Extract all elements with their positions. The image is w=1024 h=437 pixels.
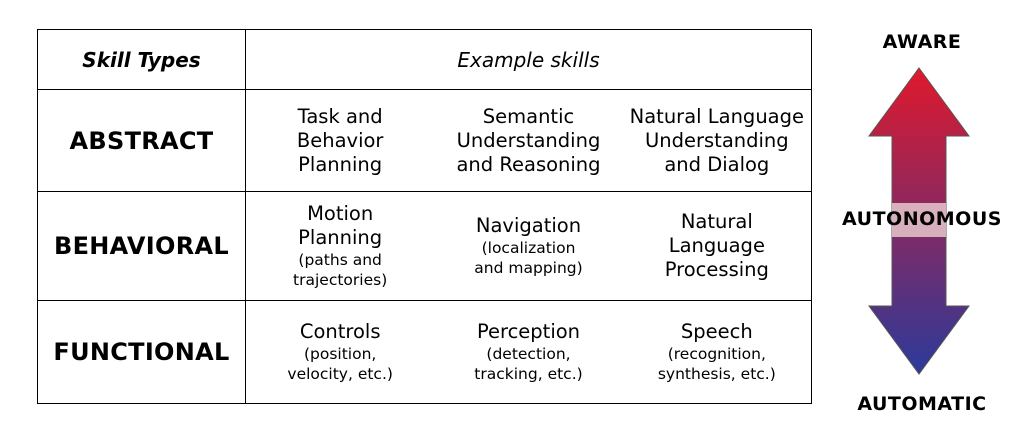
skill-title: Motion Planning bbox=[298, 202, 383, 249]
header-skill-types: Skill Types bbox=[37, 29, 246, 90]
skill-item: Speech (recognition, synthesis, etc.) bbox=[623, 320, 811, 384]
type-cell-functional: FUNCTIONAL bbox=[37, 300, 246, 404]
skill-detail: (localization and mapping) bbox=[474, 239, 583, 277]
header-row: Skill Types Example skills bbox=[37, 29, 812, 90]
skill-title: Natural Language Processing bbox=[664, 210, 769, 281]
autonomy-scale: AWARE AUTONOMOUS AUTOMATIC bbox=[820, 0, 1024, 437]
skill-detail: (position, velocity, etc.) bbox=[287, 345, 393, 383]
skill-item: Semantic Understanding and Reasoning bbox=[434, 105, 622, 177]
skill-item: Task and Behavior Planning bbox=[246, 105, 434, 177]
skill-title: Semantic Understanding and Reasoning bbox=[456, 104, 601, 176]
row-functional: FUNCTIONAL Controls (position, velocity,… bbox=[37, 300, 812, 404]
skill-title: Controls bbox=[299, 320, 381, 343]
automatic-label: AUTOMATIC bbox=[857, 393, 987, 415]
aware-label: AWARE bbox=[882, 31, 962, 53]
skills-cell-abstract: Task and Behavior Planning Semantic Unde… bbox=[245, 89, 812, 192]
skill-detail: (recognition, synthesis, etc.) bbox=[657, 345, 776, 383]
skill-item: Perception (detection, tracking, etc.) bbox=[434, 320, 622, 384]
skills-cell-behavioral: Motion Planning (paths and trajectories)… bbox=[245, 191, 812, 301]
skill-detail: (detection, tracking, etc.) bbox=[474, 345, 583, 383]
double-arrow-icon bbox=[868, 67, 970, 375]
type-cell-abstract: ABSTRACT bbox=[37, 89, 246, 192]
skill-item: Controls (position, velocity, etc.) bbox=[246, 320, 434, 384]
skill-title: Natural Language Understanding and Dialo… bbox=[629, 104, 804, 176]
type-label-abstract: ABSTRACT bbox=[69, 126, 214, 155]
skills-cell-functional: Controls (position, velocity, etc.) Perc… bbox=[245, 300, 812, 404]
skill-item: Navigation (localization and mapping) bbox=[434, 214, 622, 278]
row-behavioral: BEHAVIORAL Motion Planning (paths and tr… bbox=[37, 191, 812, 301]
autonomous-label: AUTONOMOUS bbox=[842, 208, 1002, 230]
header-example-skills: Example skills bbox=[245, 29, 812, 90]
skill-types-heading: Skill Types bbox=[82, 47, 201, 72]
type-label-functional: FUNCTIONAL bbox=[53, 338, 230, 366]
skill-title: Navigation bbox=[475, 214, 582, 237]
row-abstract: ABSTRACT Task and Behavior Planning Sema… bbox=[37, 89, 812, 192]
skill-title: Speech bbox=[680, 320, 753, 343]
skill-title: Task and Behavior Planning bbox=[296, 104, 384, 176]
skill-item: Natural Language Processing bbox=[623, 210, 811, 282]
example-skills-heading: Example skills bbox=[457, 47, 600, 72]
skill-item: Motion Planning (paths and trajectories) bbox=[246, 202, 434, 290]
autonomous-band bbox=[892, 203, 946, 237]
type-label-behavioral: BEHAVIORAL bbox=[54, 232, 229, 260]
skill-table: Skill Types Example skills ABSTRACT Task… bbox=[37, 29, 812, 404]
skill-title: Perception bbox=[476, 320, 581, 343]
type-cell-behavioral: BEHAVIORAL bbox=[37, 191, 246, 301]
skill-item: Natural Language Understanding and Dialo… bbox=[623, 105, 811, 177]
skill-detail: (paths and trajectories) bbox=[293, 251, 388, 289]
